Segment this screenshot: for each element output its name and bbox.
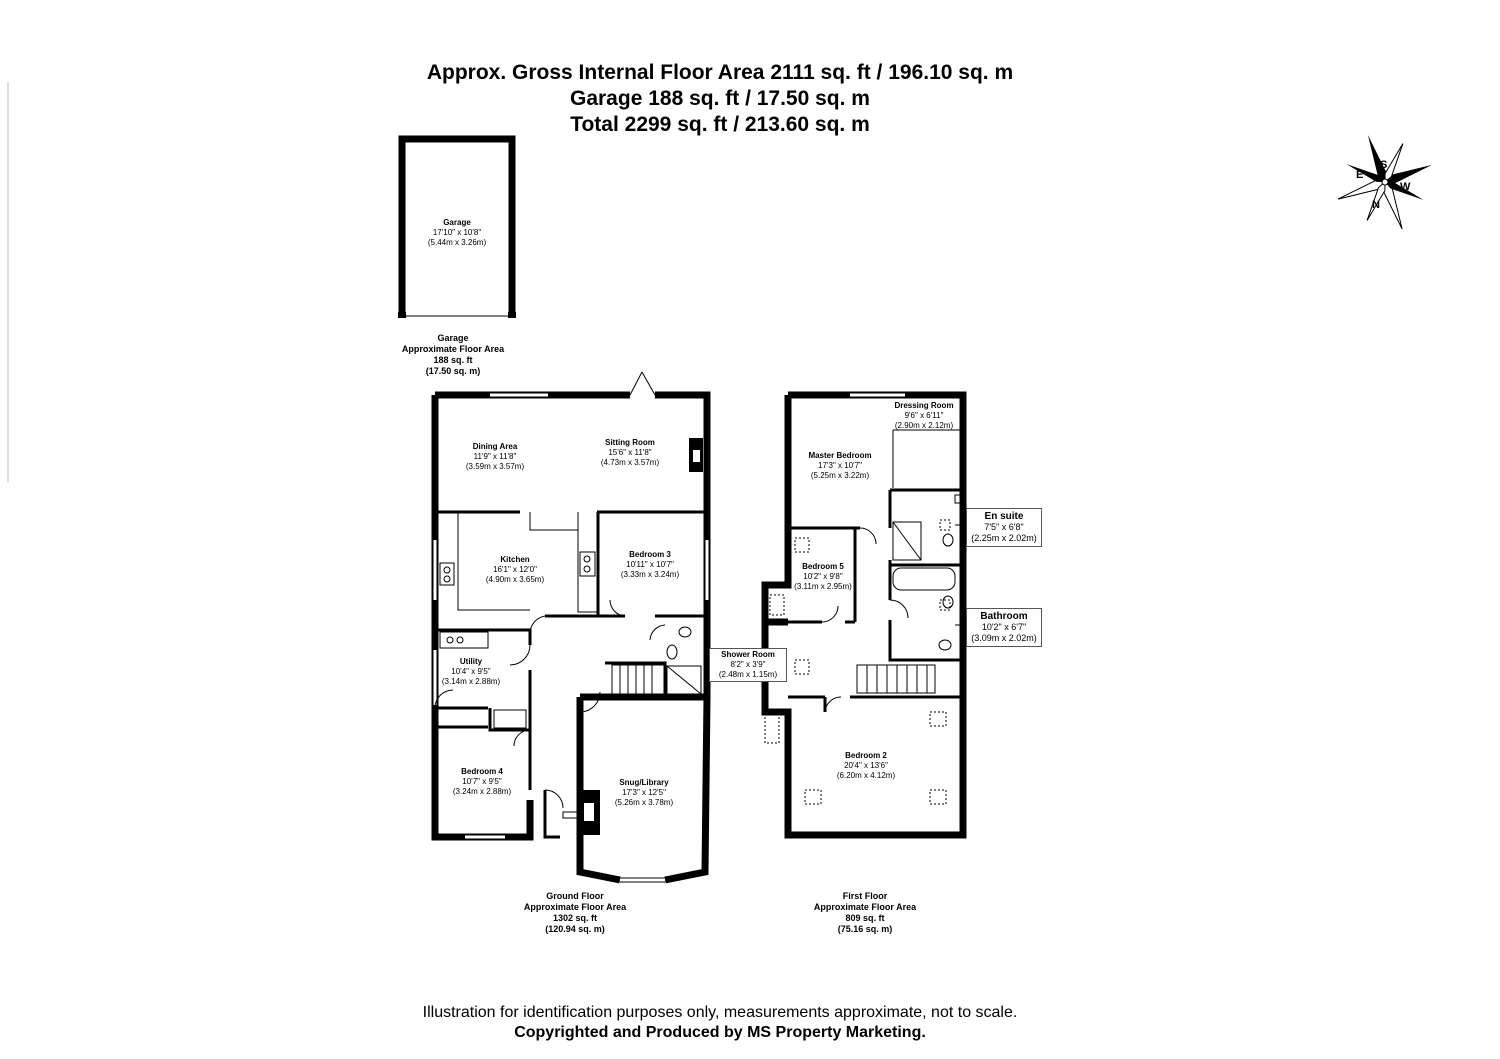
garage-area-title: Garage 188 sq. ft / 17.50 sq. m	[570, 87, 870, 110]
bedroom-3-label: Bedroom 3 10'11" x 10'7" (3.33m x 3.24m)	[610, 550, 690, 580]
copyright-text: Copyrighted and Produced by MS Property …	[514, 1024, 926, 1041]
compass-s-label: S	[1380, 159, 1388, 171]
room-name: Dressing Room	[894, 401, 954, 410]
room-name: Garage	[443, 218, 471, 227]
compass-n-label: N	[1372, 199, 1380, 211]
room-imperial: 16'1" x 12'0"	[493, 565, 537, 574]
room-name: Bedroom 3	[629, 550, 671, 559]
bathroom-callout: Bathroom 10'2" x 6'7" (3.09m x 2.02m)	[966, 608, 1042, 647]
bedroom-5-label: Bedroom 5 10'2" x 9'8" (3.11m x 2.95m)	[783, 562, 863, 592]
room-imperial: 10'11" x 10'7"	[626, 560, 674, 569]
room-name: Master Bedroom	[808, 451, 872, 460]
first-floor-walls	[761, 391, 967, 839]
room-imperial: 10'2" x 9'8"	[803, 572, 843, 581]
room-imperial: 15'6" x 11'8"	[608, 448, 652, 457]
summary-label: Approximate Floor Area	[523, 902, 627, 912]
room-metric: (3.14m x 2.88m)	[441, 677, 501, 686]
summary-sqft: 809 sq. ft	[845, 913, 885, 923]
room-metric: (2.25m x 2.02m)	[971, 533, 1037, 543]
bedroom-2-label: Bedroom 2 20'4" x 13'6" (6.20m x 4.12m)	[826, 751, 906, 781]
room-metric: (6.20m x 4.12m)	[836, 771, 896, 780]
summary-sqm: (17.50 sq. m)	[425, 366, 481, 376]
room-imperial: 17'10" x 10'8"	[432, 228, 482, 237]
room-name: Bedroom 4	[461, 767, 503, 776]
room-name: Snug/Library	[619, 778, 669, 787]
kitchen-label: Kitchen 16'1" x 12'0" (4.90m x 3.65m)	[475, 555, 555, 585]
room-imperial: 10'4" x 9'5"	[451, 667, 491, 676]
room-imperial: 7'5" x 6'8"	[984, 522, 1024, 532]
summary-label: Approximate Floor Area	[401, 344, 505, 354]
room-name: Sitting Room	[605, 438, 655, 447]
room-metric: (3.33m x 3.24m)	[620, 570, 680, 579]
room-name: Bedroom 5	[802, 562, 844, 571]
room-metric: (2.90m x 2.12m)	[894, 421, 954, 430]
shower-room-label: Shower Room 8'2" x 3'9" (2.48m x 1.15m)	[709, 648, 787, 682]
sitting-room-label: Sitting Room 15'6" x 11'8" (4.73m x 3.57…	[590, 438, 670, 468]
garage-area-summary: Garage Approximate Floor Area 188 sq. ft…	[393, 333, 513, 377]
room-name: Utility	[459, 657, 483, 666]
summary-sqft: 188 sq. ft	[433, 355, 473, 365]
summary-name: First Floor	[842, 891, 888, 901]
compass-rose	[1337, 135, 1432, 230]
room-imperial: 20'4" x 13'6"	[844, 761, 888, 770]
room-metric: (4.90m x 3.65m)	[485, 575, 545, 584]
dressing-room-label: Dressing Room 9'6" x 6'11" (2.90m x 2.12…	[884, 401, 964, 431]
room-metric: (4.73m x 3.57m)	[600, 458, 660, 467]
compass-w-label: W	[1400, 181, 1411, 193]
room-imperial: 9'6" x 6'11"	[904, 411, 944, 420]
summary-label: Approximate Floor Area	[813, 902, 917, 912]
room-metric: (3.59m x 3.57m)	[465, 462, 525, 471]
disclaimer-text: Illustration for identification purposes…	[422, 1004, 1018, 1021]
room-metric: (5.25m x 3.22m)	[810, 471, 870, 480]
room-name: Bathroom	[980, 611, 1028, 622]
room-name: Shower Room	[721, 650, 775, 659]
room-imperial: 8'2" x 3'9"	[730, 660, 766, 669]
summary-sqft: 1302 sq. ft	[552, 913, 598, 923]
utility-label: Utility 10'4" x 9'5" (3.14m x 2.88m)	[431, 657, 511, 687]
room-metric: (2.48m x 1.15m)	[718, 670, 778, 679]
garage-walls	[398, 135, 516, 316]
summary-sqm: (75.16 sq. m)	[837, 924, 893, 934]
room-metric: (5.26m x 3.78m)	[614, 798, 674, 807]
summary-sqm: (120.94 sq. m)	[545, 924, 605, 934]
room-imperial: 17'3" x 10'7"	[818, 461, 862, 470]
room-imperial: 11'9" x 11'8"	[473, 452, 517, 461]
room-metric: (3.24m x 2.88m)	[452, 787, 512, 796]
en-suite-callout: En suite 7'5" x 6'8" (2.25m x 2.02m)	[966, 508, 1042, 547]
snug-library-label: Snug/Library 17'3" x 12'5" (5.26m x 3.78…	[604, 778, 684, 808]
room-name: Dining Area	[472, 442, 518, 451]
first-floor-area-summary: First Floor Approximate Floor Area 809 s…	[800, 891, 930, 935]
room-metric: (5.44m x 3.26m)	[427, 238, 487, 247]
room-name: Kitchen	[500, 555, 530, 564]
summary-name: Ground Floor	[546, 891, 604, 901]
summary-name: Garage	[437, 333, 469, 343]
area-title: Approx. Gross Internal Floor Area 2111 s…	[426, 61, 1014, 84]
room-name: En suite	[984, 511, 1024, 522]
bedroom-4-label: Bedroom 4 10'7" x 9'5" (3.24m x 2.88m)	[442, 767, 522, 797]
room-imperial: 17'3" x 12'5"	[622, 788, 666, 797]
compass-e-label: E	[1356, 169, 1364, 181]
ground-floor-area-summary: Ground Floor Approximate Floor Area 1302…	[510, 891, 640, 935]
room-imperial: 10'7" x 9'5"	[462, 777, 502, 786]
room-name: Bedroom 2	[845, 751, 887, 760]
room-imperial: 10'2" x 6'7"	[981, 622, 1027, 632]
total-area-title: Total 2299 sq. ft / 213.60 sq. m	[570, 113, 870, 136]
garage-room-label: Garage 17'10" x 10'8" (5.44m x 3.26m)	[417, 218, 497, 248]
master-bedroom-label: Master Bedroom 17'3" x 10'7" (5.25m x 3.…	[800, 451, 880, 481]
dining-area-label: Dining Area 11'9" x 11'8" (3.59m x 3.57m…	[455, 442, 535, 472]
room-metric: (3.11m x 2.95m)	[794, 582, 852, 591]
room-metric: (3.09m x 2.02m)	[971, 633, 1037, 643]
